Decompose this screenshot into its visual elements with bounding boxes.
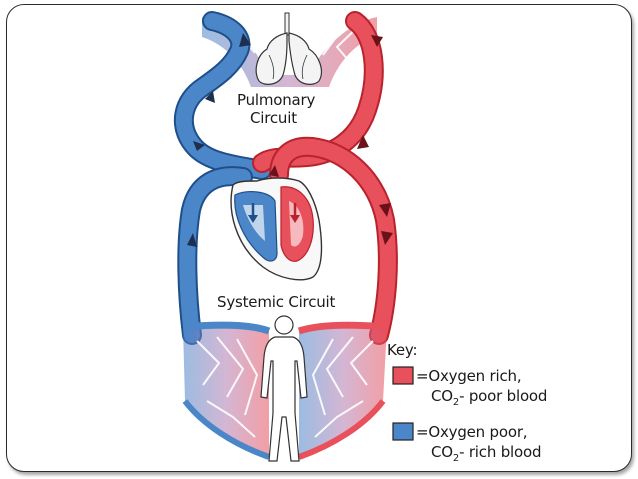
- pulmonary-artery: [174, 11, 272, 180]
- arrow-icon: [205, 91, 215, 103]
- legend-oxygen-poor-line2: CO2- rich blood: [431, 443, 541, 464]
- arrow-icon: [239, 33, 251, 47]
- co2-label: CO: [431, 443, 453, 461]
- legend-title: Key:: [387, 341, 417, 359]
- legend-oxygen-rich-line2: CO2- poor blood: [431, 387, 547, 408]
- legend-swatch-oxygen-poor: [392, 422, 414, 441]
- co2-suffix: - poor blood: [459, 387, 547, 405]
- co2-subscript: 2: [453, 397, 459, 408]
- systemic-capillaries: [182, 321, 388, 460]
- arrow-icon: [371, 35, 383, 47]
- pulmonary-label-line2: Circuit: [250, 109, 297, 127]
- legend-oxygen-rich-line1: =Oxygen rich,: [416, 367, 521, 385]
- arrow-icon: [193, 141, 205, 151]
- circulatory-diagram: Pulmonary Circuit Systemic Circuit Key: …: [174, 11, 547, 464]
- heart-icon: [230, 177, 323, 281]
- slide-frame: Pulmonary Circuit Systemic Circuit Key: …: [6, 4, 632, 472]
- legend: Key: =Oxygen rich, CO2- poor blood =Oxyg…: [387, 341, 547, 464]
- co2-suffix: - rich blood: [459, 443, 541, 461]
- co2-label: CO: [431, 387, 453, 405]
- arrow-icon: [381, 231, 393, 245]
- pulmonary-label-line1: Pulmonary: [237, 91, 316, 109]
- arrow-icon: [379, 203, 391, 217]
- vena-cava: [177, 166, 253, 345]
- lungs-icon: [255, 12, 322, 85]
- arrow-icon: [269, 165, 279, 177]
- arrow-icon: [187, 233, 197, 247]
- flow-arrows: [187, 33, 393, 247]
- co2-subscript: 2: [453, 453, 459, 464]
- legend-swatch-oxygen-rich: [392, 366, 414, 385]
- arrow-icon: [357, 135, 369, 149]
- human-figure-icon: [260, 315, 308, 462]
- systemic-label: Systemic Circuit: [217, 293, 336, 311]
- legend-oxygen-poor-line1: =Oxygen poor,: [416, 423, 527, 441]
- aorta: [269, 136, 398, 345]
